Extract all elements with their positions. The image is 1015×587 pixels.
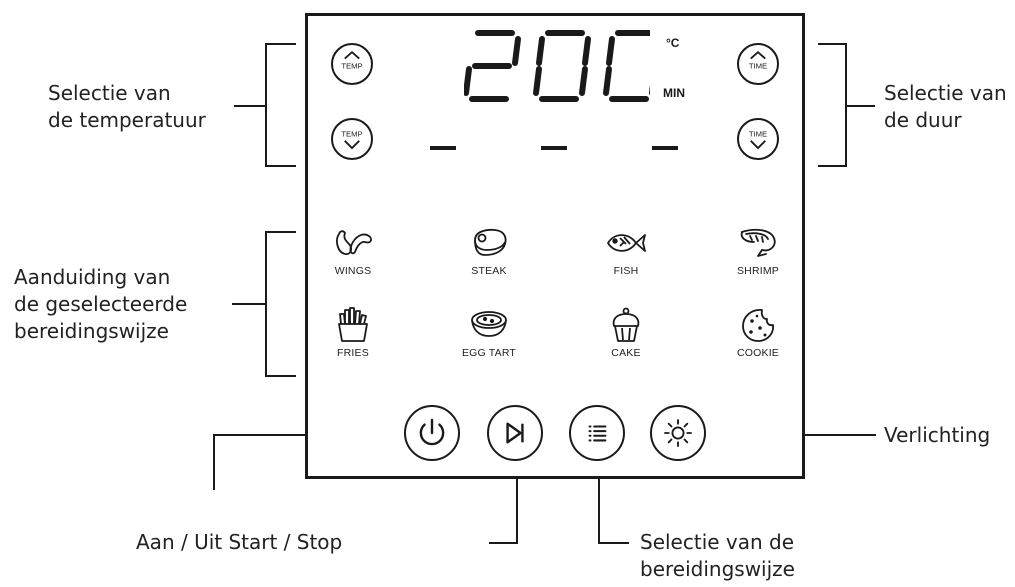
mode-shrimp-label: SHRIMP (736, 265, 780, 277)
shrimp-icon (740, 228, 776, 257)
mode-steak[interactable]: STEAK (449, 224, 529, 277)
digit-segment (512, 36, 521, 66)
callout-power-start: Aan / Uit Start / Stop (136, 529, 342, 556)
callout-lighting: Verlichting (884, 422, 990, 449)
callout-mode-indication: Aanduiding van de geselecteerde bereidin… (14, 264, 187, 345)
menu-icon (588, 425, 607, 442)
display-dash (652, 146, 678, 150)
display-dash (430, 146, 456, 150)
menu-button[interactable] (569, 405, 625, 461)
digit-segment (464, 66, 472, 96)
mode-cake[interactable]: CAKE (586, 306, 666, 359)
mode-cookie[interactable]: COOKIE (718, 306, 798, 359)
power-icon (419, 418, 445, 446)
start-stop-button[interactable] (487, 405, 543, 461)
mode-fries-label: FRIES (337, 347, 369, 359)
fries-icon (338, 307, 368, 342)
digit-segment (606, 36, 615, 66)
callout-mode-selection-line-2: bereidingswijze (640, 557, 795, 581)
fish-icon (607, 234, 646, 252)
callout-power-start-text: Aan / Uit Start / Stop (136, 530, 343, 554)
callout-temperature-line-2: de temperatuur (48, 108, 206, 132)
control-panel (305, 13, 805, 479)
callout-mode-selection: Selectie van de bereidingswijze (640, 529, 795, 583)
chicken-wing-icon (336, 230, 372, 255)
egg-tart-icon (471, 311, 507, 337)
digit-segment (533, 66, 542, 96)
play-pause-icon (506, 422, 524, 444)
unit-time: MIN (663, 86, 685, 100)
mode-cookie-label: COOKIE (736, 347, 780, 359)
callout-duration-line-1: Selectie van (884, 81, 1007, 105)
callout-duration: Selectie van de duur (884, 80, 1007, 134)
temp-down-button[interactable]: TEMP (331, 118, 373, 160)
digit-segment (582, 36, 591, 66)
callout-temperature: Selectie van de temperatuur (48, 80, 206, 134)
display-dash (541, 146, 567, 150)
digit-segment (536, 36, 545, 66)
time-down-button[interactable]: TIME (737, 118, 779, 160)
unit-temperature: °C (666, 36, 680, 50)
seven-segment-display (464, 30, 650, 102)
steak-icon (474, 228, 507, 256)
mode-egg-tart[interactable]: EGG TART (449, 306, 529, 359)
mode-wings[interactable]: WINGS (313, 224, 393, 277)
temp-up-button[interactable]: TEMP (331, 43, 373, 85)
time-up-label: TIME (749, 62, 767, 71)
time-up-button[interactable]: TIME (737, 43, 779, 85)
light-button[interactable] (650, 405, 706, 461)
chevron-up-icon: TEMP (341, 51, 363, 71)
chevron-down-icon: TEMP (341, 129, 363, 150)
power-button[interactable] (404, 405, 460, 461)
callout-lighting-text: Verlichting (884, 423, 991, 447)
digit-segment (603, 66, 612, 96)
callout-mode-selection-line-1: Selectie van de (640, 530, 795, 554)
cookie-icon (742, 309, 774, 342)
light-icon (664, 419, 692, 447)
callout-temperature-line-1: Selectie van (48, 81, 171, 105)
callout-mode-indication-line-3: bereidingswijze (14, 319, 169, 343)
callout-duration-line-2: de duur (884, 108, 962, 132)
mode-wings-label: WINGS (334, 265, 372, 277)
chevron-up-icon: TIME (749, 51, 767, 71)
callout-mode-indication-line-1: Aanduiding van (14, 265, 171, 289)
mode-shrimp[interactable]: SHRIMP (718, 224, 798, 277)
mode-steak-label: STEAK (471, 265, 507, 277)
temp-down-label: TEMP (341, 129, 362, 138)
time-down-label: TIME (749, 129, 767, 138)
callout-mode-indication-line-2: de geselecteerde (14, 292, 188, 316)
chevron-down-icon: TIME (749, 129, 767, 150)
mode-fries[interactable]: FRIES (313, 306, 393, 359)
mode-egg-tart-label: EGG TART (461, 347, 517, 359)
mode-fish-label: FISH (613, 265, 639, 277)
cake-icon (612, 307, 640, 342)
temp-up-label: TEMP (341, 62, 362, 71)
digit-segment (579, 66, 588, 96)
mode-fish[interactable]: FISH (586, 224, 666, 277)
mode-cake-label: CAKE (611, 347, 641, 359)
